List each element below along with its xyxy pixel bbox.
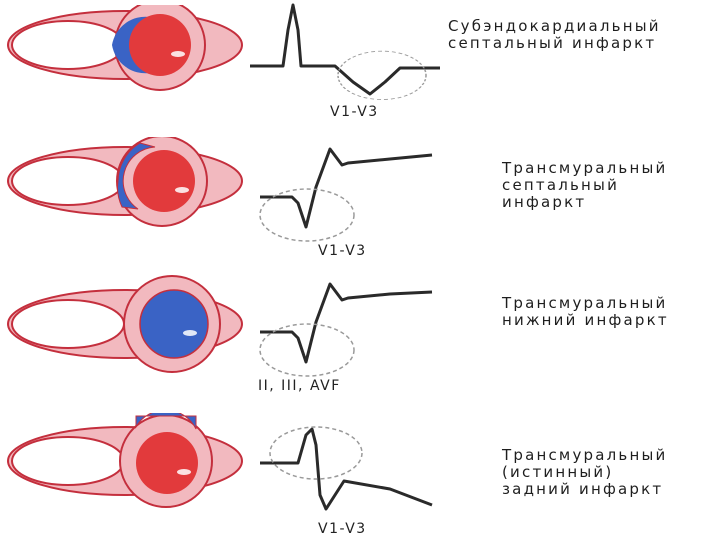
infarct-zone-posterior [135,413,197,430]
panel-transmural-posterior: V1-V3 Трансмуральный (истинный) задний и… [0,405,720,540]
title-line: Трансмуральный [502,159,668,177]
highlight [171,51,185,57]
ecg-waveform [260,147,433,229]
lead-label: V1-V3 [318,243,367,259]
highlight [177,469,191,475]
lead-circle [259,323,355,377]
lv-cavity-muscle [133,150,195,212]
rv-cavity [11,20,125,70]
infarct-zone-transmural-septal [117,142,156,210]
lead-label: II, III, AVF [258,378,341,394]
heart-cross-section [7,275,243,373]
highlight [175,187,189,193]
panel-subendocardial-septal: V1-V3 Субэндокардиальный септальный инфа… [0,0,720,130]
lv-cavity-muscle [136,432,198,494]
title-line: септальный [502,176,620,194]
title-line: нижний инфаркт [502,311,669,329]
ecg-trace [250,3,440,100]
ecg-trace [259,282,433,377]
ecg-waveform [250,3,440,96]
title-line: септальный инфаркт [448,34,657,52]
rv-cavity [11,156,125,206]
heart-cross-section [7,413,243,508]
title-line: Трансмуральный [502,294,668,312]
infarct-title: Субэндокардиальный септальный инфаркт [448,18,661,52]
lead-label: V1-V3 [330,104,379,120]
highlight [183,330,197,336]
lead-circle [259,188,355,242]
title-line: Трансмуральный [502,446,668,464]
panel-transmural-septal: V1-V3 Трансмуральный септальный инфаркт [0,135,720,265]
rv-cavity [11,436,125,486]
infarct-title: Трансмуральный септальный инфаркт [502,160,667,211]
ecg-trace [260,426,433,511]
lead-circle [337,50,427,100]
lv-cavity-muscle [129,14,191,76]
infarct-zone-inferior [139,289,209,359]
lead-circle [269,426,363,480]
title-line: задний инфаркт [502,480,664,498]
lead-label: V1-V3 [318,521,367,537]
ecg-waveform [260,427,433,511]
ecg-trace [259,147,433,242]
title-line: Субэндокардиальный [448,17,661,35]
heart-cross-section [7,137,243,227]
infarct-title: Трансмуральный нижний инфаркт [502,295,669,329]
panel-transmural-inferior: II, III, AVF Трансмуральный нижний инфар… [0,270,720,400]
title-line: инфаркт [502,193,587,211]
title-line: (истинный) [502,463,614,481]
ecg-waveform [260,282,433,364]
rv-cavity [11,299,125,349]
heart-cross-section [7,5,243,91]
infarct-title: Трансмуральный (истинный) задний инфаркт [502,447,667,498]
infarct-zone-subendocardial [112,16,160,74]
